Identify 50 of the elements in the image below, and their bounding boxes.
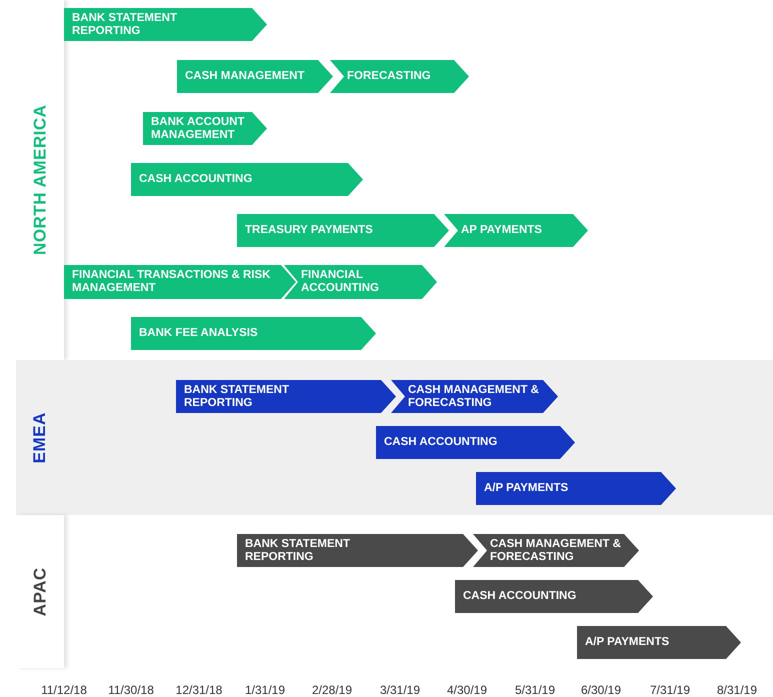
axis-date-label: 3/31/19: [378, 682, 422, 697]
axis-date-label: 2/28/19: [310, 682, 354, 697]
bar-label: FORECASTING: [347, 70, 431, 83]
bar-label: CASH MANAGEMENT: [185, 70, 304, 83]
region-label: NORTH AMERICA: [29, 104, 50, 256]
bar-label: BANK STATEMENT REPORTING: [72, 12, 178, 38]
chevron-bar: [577, 626, 741, 659]
bar-label: FINANCIAL TRANSACTIONS & RISK MANAGEMENT: [72, 269, 272, 295]
chevron-bar: [237, 534, 478, 567]
chevron-bar: [455, 580, 653, 613]
bar-label: CASH MANAGEMENT & FORECASTING: [490, 538, 622, 564]
bar-label: BANK ACCOUNT MANAGEMENT: [151, 116, 246, 142]
chevron-bar: [237, 214, 449, 247]
bar-label: BANK FEE ANALYSIS: [139, 327, 258, 340]
region-band: [16, 360, 773, 515]
bar-label: TREASURY PAYMENTS: [245, 224, 373, 237]
chevron-bar: [391, 380, 558, 413]
chevron-bar: [131, 163, 363, 196]
bar-label: CASH MANAGEMENT & FORECASTING: [408, 384, 540, 410]
bar-label: FINANCIAL ACCOUNTING: [301, 269, 380, 295]
bar-label: CASH ACCOUNTING: [463, 590, 576, 603]
bar-label: A/P PAYMENTS: [484, 482, 568, 495]
chevron-bar: [176, 380, 396, 413]
chevron-bar: [330, 60, 469, 93]
axis-date-label: 11/12/18: [40, 682, 88, 697]
chevron-bar: [131, 317, 376, 350]
region-label: EMEA: [29, 412, 50, 464]
axis-date-label: 5/31/19: [514, 682, 556, 697]
axis-date-label: 4/30/19: [446, 682, 488, 697]
chevron-bar: [473, 534, 639, 567]
chevron-bar: [143, 112, 267, 145]
chevron-bar: [64, 265, 296, 299]
axis-date-label: 1/31/19: [244, 682, 286, 697]
bar-label: A/P PAYMENTS: [585, 636, 670, 649]
bar-label: CASH ACCOUNTING: [384, 436, 498, 449]
bar-label: AP PAYMENTS: [461, 224, 542, 237]
axis-date-label: 6/30/19: [580, 682, 622, 697]
chevron-bar: [64, 8, 267, 41]
axis-date-label: 8/31/19: [716, 682, 758, 697]
axis-date-label: 7/31/19: [648, 682, 692, 697]
bar-label: BANK STATEMENT REPORTING: [184, 384, 290, 410]
chevron-bar: [177, 60, 333, 93]
bar-label: BANK STATEMENT REPORTING: [245, 538, 351, 564]
bar-label: CASH ACCOUNTING: [139, 173, 252, 186]
chevron-bar: [376, 426, 575, 459]
chevron-bar: [444, 214, 588, 247]
region-label: APAC: [29, 567, 50, 616]
chevron-bar: [476, 472, 676, 505]
axis-date-label: 11/30/18: [107, 682, 155, 697]
axis-date-label: 12/31/18: [174, 682, 224, 697]
